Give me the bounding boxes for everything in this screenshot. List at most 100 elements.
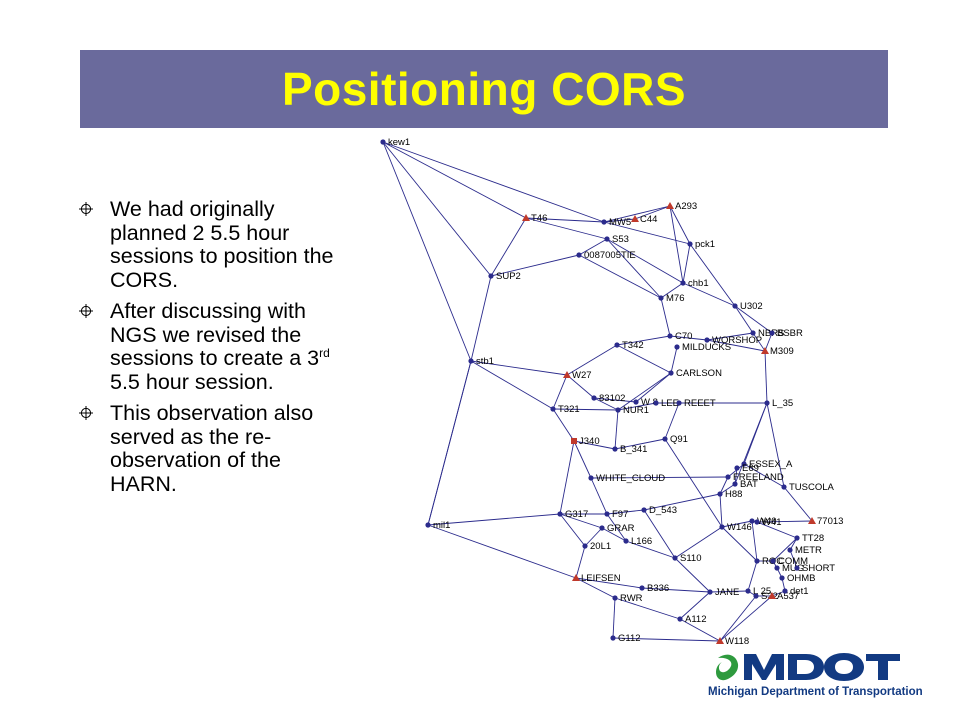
station-label: MUG	[782, 563, 804, 574]
station-dot-icon	[754, 558, 760, 564]
station-label: D_543	[649, 505, 677, 516]
station-dot-icon	[610, 635, 616, 641]
triangle-marker-icon	[631, 215, 639, 222]
station-label: T321	[558, 404, 580, 415]
station-label: CARLSON	[676, 368, 722, 379]
network-link	[721, 526, 758, 562]
network-link	[525, 217, 605, 223]
station-label: A112	[685, 614, 706, 625]
network-link	[470, 360, 554, 410]
triangle-marker-icon	[522, 214, 530, 221]
station-dot-icon	[717, 491, 723, 497]
network-link	[747, 560, 758, 592]
network-link	[566, 344, 618, 376]
station-dot-icon	[623, 538, 629, 544]
station-dot-icon	[749, 518, 755, 524]
network-link	[719, 483, 736, 495]
network-link	[575, 577, 643, 589]
station-dot-icon	[794, 565, 800, 571]
station-leifsen: LEIFSEN	[572, 573, 621, 584]
station-label: A293	[675, 201, 697, 212]
station-label: mil1	[433, 520, 450, 531]
bullet-item: We had originally planned 2 5.5 hour ses…	[78, 197, 353, 292]
network-link	[606, 238, 662, 299]
network-link	[593, 397, 637, 403]
network-link	[664, 438, 723, 528]
station-label: kew1	[388, 137, 410, 148]
bullet-item: This observation also served as the re-o…	[78, 401, 353, 496]
network-link	[575, 577, 616, 599]
network-link	[669, 205, 691, 245]
network-link	[606, 513, 627, 542]
station-label: METR	[795, 545, 822, 556]
station-s53: S53	[604, 234, 629, 245]
station-label: LEIFSEN	[581, 573, 621, 584]
network-link	[559, 513, 603, 529]
network-link	[756, 520, 813, 523]
station-label: W40	[757, 516, 777, 527]
station-c44: C44	[631, 214, 657, 225]
station-dot-icon	[674, 344, 680, 350]
station-t321: T321	[550, 404, 580, 415]
station-bat: BAT	[732, 479, 758, 490]
station-lee: LEE	[653, 398, 679, 409]
station-s110: S110	[672, 553, 701, 564]
network-link	[674, 526, 723, 559]
station-dot-icon	[779, 575, 785, 581]
station-w146: W146	[719, 522, 752, 533]
network-link	[670, 346, 678, 374]
station-m76: M76	[658, 293, 684, 304]
station-dot-icon	[719, 524, 725, 530]
station-dot-icon	[732, 481, 738, 487]
network-link	[756, 521, 798, 539]
network-link	[641, 587, 711, 593]
bullet-text-part: After discussing with NGS we revised the…	[110, 299, 320, 370]
station-dot-icon	[687, 241, 693, 247]
station-dot-icon	[725, 474, 731, 480]
bullet-text-superscript: rd	[319, 345, 330, 360]
network-link	[721, 520, 753, 528]
network-link	[614, 409, 619, 450]
station-label: RWR	[620, 593, 643, 604]
station-dot-icon	[732, 303, 738, 309]
station-label: C44	[640, 214, 657, 225]
station-83102: 83102	[591, 393, 625, 404]
station-worshop: WORSHOP	[704, 335, 762, 346]
station-dot-icon	[604, 236, 610, 242]
station-tuscola: TUSCOLA	[781, 482, 835, 493]
station-j340: J340	[571, 436, 600, 447]
station-dot-icon	[488, 273, 494, 279]
station-dot-icon	[641, 507, 647, 513]
station-label: W27	[572, 370, 592, 381]
station-label: TT28	[802, 533, 824, 544]
network-link	[575, 545, 586, 579]
station-l35: L_35	[764, 398, 793, 409]
network-link	[382, 141, 492, 277]
station-dot-icon	[782, 588, 788, 594]
station-short: SHORT	[794, 563, 835, 574]
network-link	[752, 332, 766, 352]
station-label: FREELAND	[733, 472, 784, 483]
station-c70: C70	[667, 331, 692, 342]
station-dot-icon	[612, 446, 618, 452]
station-20l1: 20L1	[582, 541, 611, 552]
network-link	[689, 243, 736, 307]
network-link	[679, 591, 711, 620]
network-link	[427, 360, 472, 526]
network-link	[772, 537, 798, 562]
bullet-text: We had originally planned 2 5.5 hour ses…	[110, 197, 334, 292]
station-w8: W 8	[633, 397, 658, 408]
station-dot-icon	[794, 535, 800, 541]
station-pck1: pck1	[687, 239, 715, 250]
station-label: L_35	[772, 398, 793, 409]
station-e69: E69	[734, 463, 759, 474]
station-label: JANE	[715, 587, 739, 598]
station-a537: A537	[768, 591, 799, 602]
network-link	[470, 360, 568, 376]
network-link	[612, 637, 721, 642]
station-dot-icon	[658, 295, 664, 301]
station-l166: L166	[623, 536, 652, 547]
network-link	[679, 618, 721, 642]
network-link	[559, 440, 575, 515]
station-label: B_341	[620, 444, 647, 455]
